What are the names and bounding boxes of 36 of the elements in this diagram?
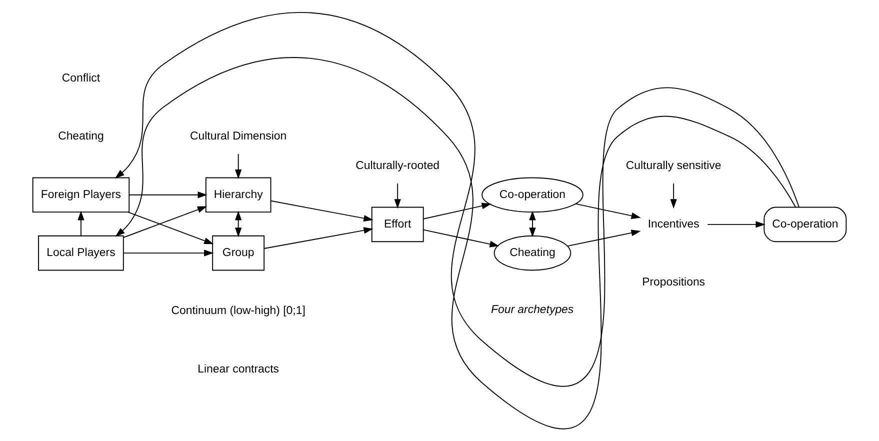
label: Propositions [642, 276, 706, 289]
arrow [270, 200, 374, 222]
node-text: Culturally-rooted [356, 160, 440, 172]
node-box: Hierarchy [205, 177, 272, 213]
arrow [423, 202, 492, 220]
label: Continuum (low-high) [0;1] [171, 305, 306, 318]
arrow [115, 57, 796, 429]
label: Linear contracts [198, 363, 280, 376]
arrow [128, 192, 208, 198]
arrow [670, 183, 677, 209]
arrow [423, 229, 500, 248]
arrow [114, 12, 800, 386]
arrow [575, 203, 641, 219]
node-box: Group [212, 235, 265, 271]
node-ellipse: Cheating [494, 235, 572, 271]
arrow [78, 210, 84, 236]
arrow [567, 230, 641, 247]
arrow [123, 250, 214, 256]
label: Cheating [58, 130, 104, 143]
node-text: Cultural Dimension [190, 130, 287, 143]
node-box: Co-operation [764, 206, 847, 242]
arrow [264, 227, 374, 249]
label: Conflict [62, 72, 100, 84]
node-text: Culturally sensitive [626, 160, 722, 172]
arrow [128, 212, 214, 244]
label: Four archetypes [491, 304, 574, 316]
arrow [529, 210, 536, 238]
arrow [707, 221, 766, 228]
arrow [123, 206, 208, 238]
node-box: Effort [371, 206, 424, 242]
node-box: Local Players [38, 235, 124, 271]
arrow [394, 183, 401, 209]
arrow [234, 153, 242, 180]
arrow [234, 210, 242, 238]
node-box: Foreign Players [32, 177, 130, 213]
node-text: Incentives [648, 218, 700, 230]
